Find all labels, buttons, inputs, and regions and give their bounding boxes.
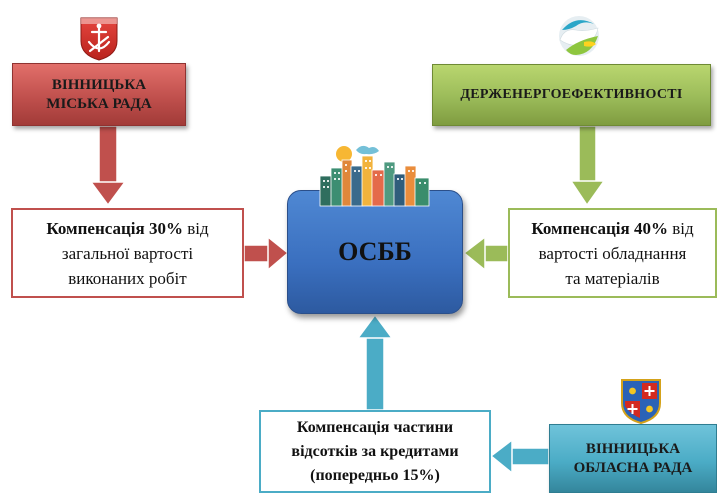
center-label: ОСББ: [338, 237, 412, 266]
arrow-agency-down: [569, 125, 606, 207]
arrow-city-down: [89, 125, 127, 207]
arrow-city-right: [243, 235, 290, 272]
vinnytsia-city-coat-of-arms-icon: [80, 17, 118, 61]
arrow-region-left: [489, 438, 550, 475]
compensation-agency-suffix: від: [667, 218, 694, 238]
compensation-agency-line2: вартості обладнання: [538, 243, 687, 263]
vinnytsia-oblast-coat-of-arms-icon: [621, 379, 661, 424]
compensation-agency-line3: та матеріалів: [565, 268, 660, 288]
compensation-city-line3: виконаних робіт: [68, 268, 187, 288]
source-city-council: ВІННИЦЬКА МІСЬКА РАДА: [12, 63, 186, 126]
energy-efficiency-agency-logo-icon: [559, 16, 599, 56]
compensation-region: Компенсація частини відсотків за кредита…: [259, 410, 491, 493]
compensation-region-line3: (попередньо 15%): [310, 466, 440, 484]
source-energy-agency: ДЕРЖЕНЕРГОЕФЕКТИВНОСТІ: [432, 64, 711, 126]
compensation-city: Компенсація 30% від загальної вартості в…: [11, 208, 244, 298]
source-region-line1: ВІННИЦЬКА: [585, 440, 681, 457]
city-buildings-icon: [319, 145, 430, 207]
arrow-agency-left: [462, 235, 509, 272]
source-agency-label: ДЕРЖЕНЕРГОЕФЕКТИВНОСТІ: [460, 87, 683, 102]
compensation-agency: Компенсація 40% від вартості обладнання …: [508, 208, 717, 298]
source-city-line2: МІСЬКА РАДА: [46, 95, 152, 112]
osbb-center-block: ОСББ: [287, 190, 463, 314]
compensation-agency-prefix: Компенсація 40%: [531, 218, 668, 238]
compensation-city-suffix: від: [182, 218, 209, 238]
compensation-region-line2: відсотків за кредитами: [291, 442, 459, 460]
compensation-city-prefix: Компенсація 30%: [46, 218, 183, 238]
source-city-line1: ВІННИЦЬКА: [51, 76, 147, 93]
source-regional-council: ВІННИЦЬКА ОБЛАСНА РАДА: [549, 424, 717, 493]
compensation-region-line1: Компенсація частини: [296, 418, 454, 436]
source-region-line2: ОБЛАСНА РАДА: [573, 459, 693, 476]
arrow-region-up: [356, 313, 394, 411]
compensation-city-line2: загальної вартості: [61, 243, 194, 263]
